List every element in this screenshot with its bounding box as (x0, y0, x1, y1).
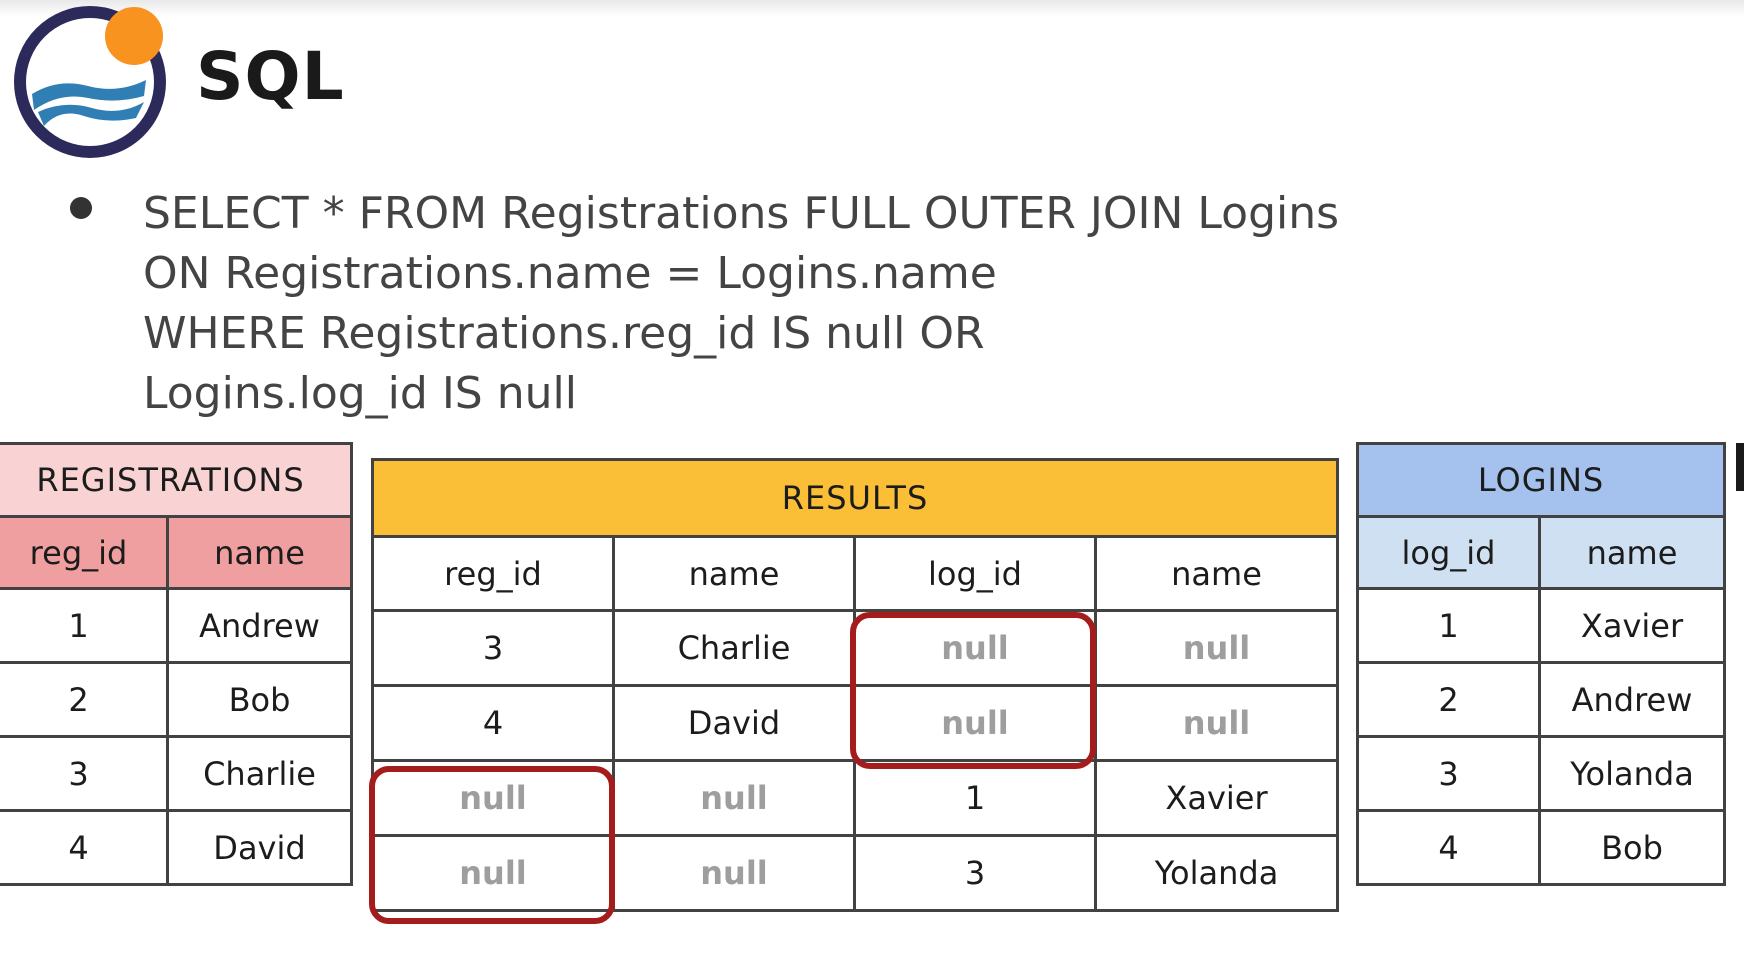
null-cell: null (853, 609, 1097, 687)
logo-title: SQL (196, 38, 345, 115)
registrations-title: REGISTRATIONS (0, 442, 353, 518)
query-line: SELECT * FROM Registrations FULL OUTER J… (143, 188, 1340, 239)
table-cell: David (612, 684, 856, 762)
table-cell: Xavier (1093, 759, 1340, 837)
table-cell: 3 (0, 735, 169, 812)
registrations-header-name: name (166, 515, 353, 590)
table-row: 1 Andrew (0, 587, 353, 664)
edge-marker (1736, 443, 1744, 491)
null-cell: null (853, 684, 1097, 762)
results-header-name: name (1093, 535, 1340, 612)
table-cell: Bob (166, 661, 353, 738)
results-header-reg-id: reg_id (371, 535, 615, 612)
table-row: null null 3 Yolanda (371, 834, 1340, 912)
null-cell: null (371, 759, 615, 837)
table-cell: 4 (1356, 809, 1541, 886)
logins-table: LOGINS log_id name 1 Xavier 2 Andrew 3 Y… (1355, 442, 1727, 886)
query-line: Logins.log_id IS null (143, 368, 577, 419)
table-row: 4 David null null (371, 684, 1340, 762)
bullet-point-icon (70, 197, 92, 219)
table-cell: David (166, 809, 353, 886)
query-line: ON Registrations.name = Logins.name (143, 248, 997, 299)
logins-title: LOGINS (1355, 442, 1727, 518)
table-cell: 2 (0, 661, 169, 738)
table-row: 3 Charlie (0, 735, 353, 812)
null-cell: null (612, 759, 856, 837)
registrations-header-reg-id: reg_id (0, 515, 169, 590)
top-shade (0, 0, 1744, 16)
registrations-table: REGISTRATIONS reg_id name 1 Andrew 2 Bob… (0, 442, 353, 886)
table-cell: 3 (853, 834, 1097, 912)
results-title: RESULTS (370, 458, 1340, 538)
sql-logo-icon (14, 6, 166, 158)
results-header-log-id: log_id (853, 535, 1097, 612)
table-cell: Yolanda (1537, 735, 1727, 812)
table-cell: 3 (1356, 735, 1541, 812)
table-cell: Xavier (1537, 587, 1727, 664)
table-cell: 1 (0, 587, 169, 664)
table-row: 3 Yolanda (1356, 735, 1727, 812)
table-row: 1 Xavier (1356, 587, 1727, 664)
table-cell: 2 (1356, 661, 1541, 738)
table-row: 4 David (0, 809, 353, 886)
table-cell: 1 (853, 759, 1097, 837)
null-cell: null (612, 834, 856, 912)
table-cell: 4 (0, 809, 169, 886)
logins-header-log-id: log_id (1356, 515, 1541, 590)
table-cell: Andrew (166, 587, 353, 664)
null-cell: null (1093, 684, 1340, 762)
table-cell: Charlie (166, 735, 353, 812)
table-cell: 3 (371, 609, 615, 687)
null-cell: null (371, 834, 615, 912)
table-row: 3 Charlie null null (371, 609, 1340, 687)
sql-query: SELECT * FROM Registrations FULL OUTER J… (143, 184, 1339, 424)
table-cell: 1 (1356, 587, 1541, 664)
results-table: RESULTS reg_id name log_id name 3 Charli… (370, 458, 1340, 912)
query-line: WHERE Registrations.reg_id IS null OR (143, 308, 985, 359)
table-row: null null 1 Xavier (371, 759, 1340, 837)
table-cell: 4 (371, 684, 615, 762)
table-cell: Bob (1537, 809, 1727, 886)
table-row: 2 Andrew (1356, 661, 1727, 738)
table-row: 4 Bob (1356, 809, 1727, 886)
null-cell: null (1093, 609, 1340, 687)
table-cell: Andrew (1537, 661, 1727, 738)
logins-header-name: name (1537, 515, 1727, 590)
table-row: 2 Bob (0, 661, 353, 738)
table-cell: Charlie (612, 609, 856, 687)
results-header-name: name (612, 535, 856, 612)
table-cell: Yolanda (1093, 834, 1340, 912)
